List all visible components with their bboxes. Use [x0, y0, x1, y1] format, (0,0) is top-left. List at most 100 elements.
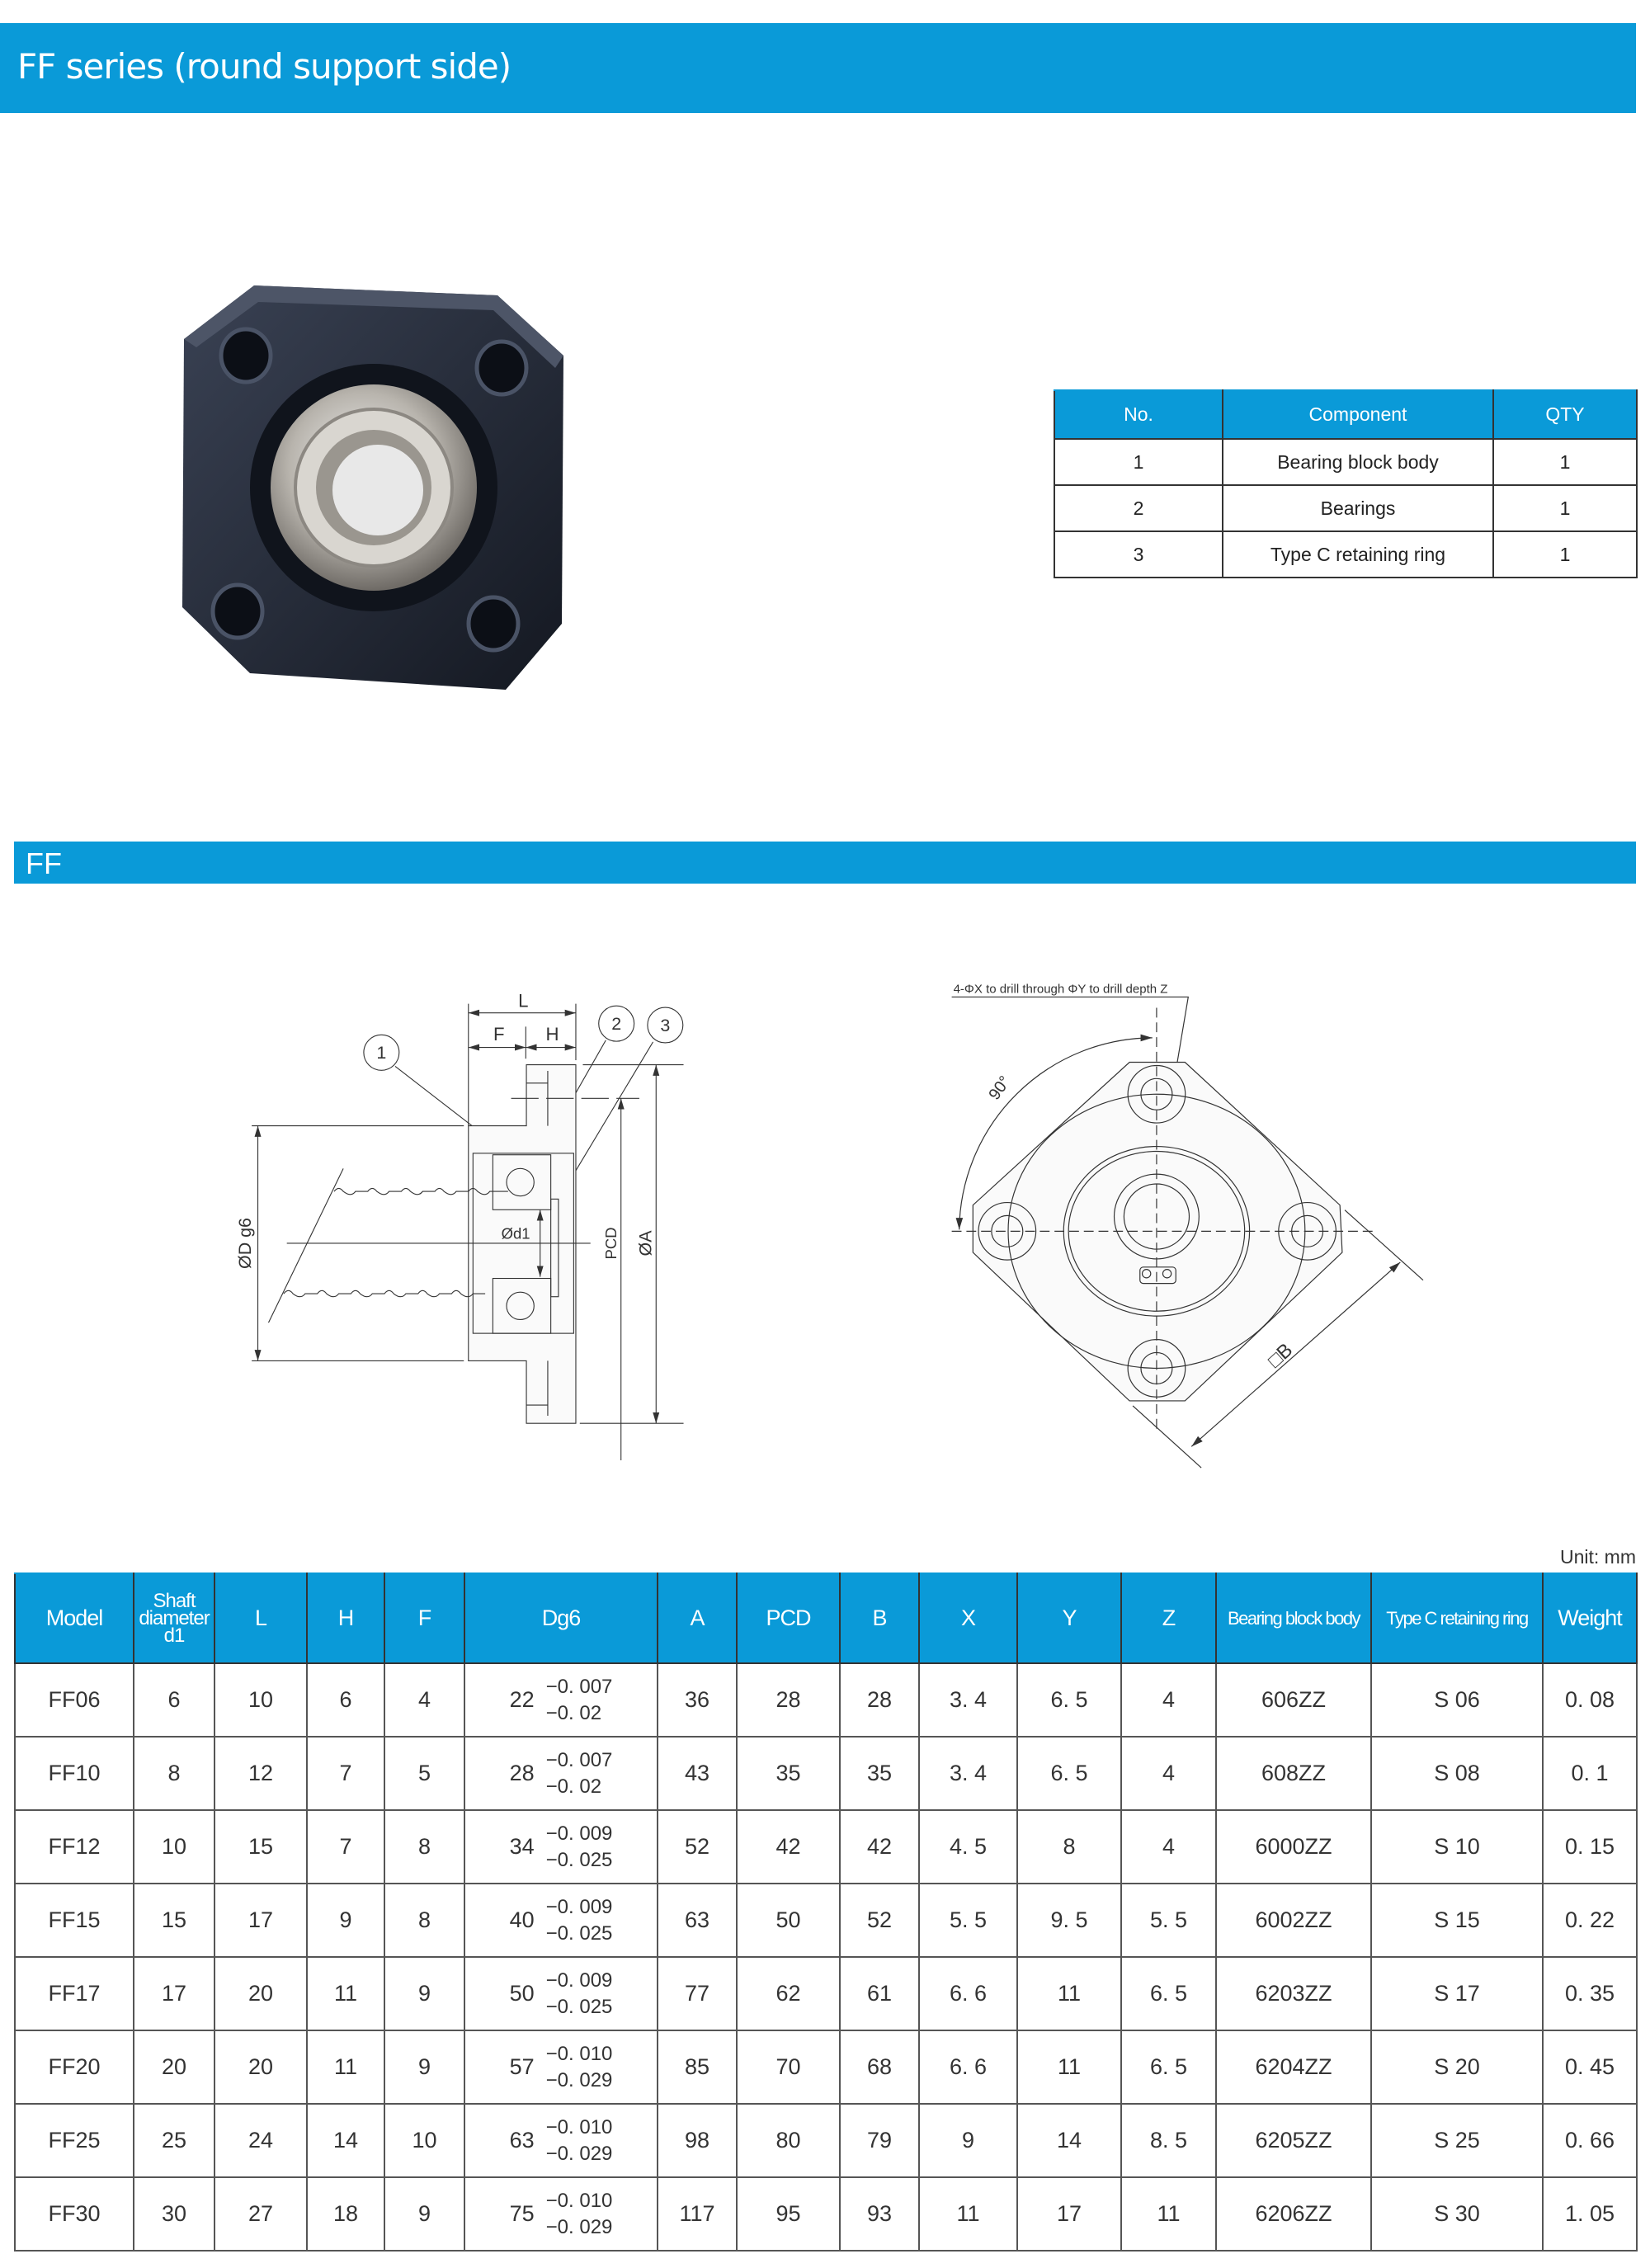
side-view-drawing: L F H 1 2 3 Ød1 ØD g6 PCD ØA — [235, 990, 684, 1460]
col-no: No. — [1054, 389, 1223, 440]
cell-pcd: 42 — [736, 1809, 841, 1884]
dg6-nominal: 22 — [509, 1687, 535, 1712]
cell-l: 15 — [214, 1809, 308, 1884]
cell-dg6: 75−0. 010−0. 029 — [464, 2176, 658, 2251]
dg6-nominal: 28 — [509, 1761, 535, 1785]
col-header: A — [657, 1573, 738, 1664]
cell-body: 608ZZ — [1215, 1736, 1372, 1811]
callout-2: 2 — [611, 1014, 621, 1034]
cell-ring: S 25 — [1370, 2103, 1544, 2178]
dg6-lower-tolerance: −0. 029 — [545, 2142, 613, 2165]
cell-qty: 1 — [1492, 530, 1638, 578]
cell-f: 9 — [384, 2176, 465, 2251]
cell-l: 27 — [214, 2176, 308, 2251]
cell-no: 3 — [1054, 530, 1223, 578]
col-header: Weight — [1542, 1573, 1638, 1664]
dg6-nominal: 57 — [509, 2054, 535, 2079]
dg6-upper-tolerance: −0. 009 — [545, 1822, 613, 1845]
cell-w: 0. 66 — [1542, 2103, 1638, 2178]
cell-z: 5. 5 — [1120, 1883, 1217, 1958]
cell-y: 11 — [1016, 2030, 1122, 2105]
cell-x: 11 — [918, 2176, 1018, 2251]
callout-3: 3 — [660, 1016, 670, 1035]
col-qty: QTY — [1492, 389, 1638, 440]
col-header: B — [839, 1573, 920, 1664]
cell-y: 17 — [1016, 2176, 1122, 2251]
cell-model: FF20 — [14, 2030, 134, 2105]
cell-f: 8 — [384, 1883, 465, 1958]
cell-pcd: 80 — [736, 2103, 841, 2178]
cell-h: 18 — [306, 2176, 385, 2251]
cell-h: 11 — [306, 2030, 385, 2105]
cell-w: 0. 08 — [1542, 1662, 1638, 1738]
cell-z: 4 — [1120, 1736, 1217, 1811]
section-title: FF — [26, 846, 62, 880]
dg6-nominal: 75 — [509, 2201, 535, 2226]
cell-model: FF30 — [14, 2176, 134, 2251]
cell-f: 5 — [384, 1736, 465, 1811]
cell-qty: 1 — [1492, 438, 1638, 486]
dg6-upper-tolerance: −0. 009 — [545, 1969, 613, 1992]
dim-PCD: PCD — [602, 1227, 620, 1259]
front-view-drawing: 4-ΦX to drill through ΦY to drill depth … — [951, 983, 1424, 1469]
cell-model: FF06 — [14, 1662, 134, 1738]
cell-model: FF15 — [14, 1883, 134, 1958]
dg6-upper-tolerance: −0. 010 — [545, 2115, 613, 2138]
cell-b: 68 — [839, 2030, 920, 2105]
cell-model: FF10 — [14, 1736, 134, 1811]
cell-b: 42 — [839, 1809, 920, 1884]
dim-L: L — [518, 990, 528, 1011]
cell-a: 36 — [657, 1662, 738, 1738]
cell-body: 6203ZZ — [1215, 1956, 1372, 2031]
cell-pcd: 62 — [736, 1956, 841, 2031]
cell-ring: S 20 — [1370, 2030, 1544, 2105]
cell-model: FF25 — [14, 2103, 134, 2178]
cell-l: 20 — [214, 1956, 308, 2031]
cell-y: 6. 5 — [1016, 1736, 1122, 1811]
cell-d1: 8 — [133, 1736, 215, 1811]
dg6-nominal: 50 — [509, 1981, 535, 2006]
cell-b: 93 — [839, 2176, 920, 2251]
unit-label: Unit: mm — [1560, 1546, 1636, 1568]
cell-y: 8 — [1016, 1809, 1122, 1884]
cell-a: 52 — [657, 1809, 738, 1884]
dim-D: ØD g6 — [235, 1218, 255, 1269]
cell-x: 6. 6 — [918, 1956, 1018, 2031]
dg6-upper-tolerance: −0. 007 — [545, 1748, 613, 1771]
cell-h: 7 — [306, 1809, 385, 1884]
cell-f: 9 — [384, 2030, 465, 2105]
col-header: Y — [1016, 1573, 1122, 1664]
cell-pcd: 28 — [736, 1662, 841, 1738]
cell-a: 43 — [657, 1736, 738, 1811]
cell-x: 4. 5 — [918, 1809, 1018, 1884]
col-header: Type C retaining ring — [1370, 1573, 1544, 1664]
product-photo — [182, 285, 563, 690]
cell-d1: 15 — [133, 1883, 215, 1958]
callout-2-icon — [598, 1005, 635, 1042]
cell-h: 14 — [306, 2103, 385, 2178]
cell-body: 6000ZZ — [1215, 1809, 1372, 1884]
cell-x: 9 — [918, 2103, 1018, 2178]
mounting-hole-icon — [210, 327, 529, 653]
dg6-upper-tolerance: −0. 010 — [545, 2189, 613, 2212]
cell-z: 4 — [1120, 1662, 1217, 1738]
cell-body: 606ZZ — [1215, 1662, 1372, 1738]
col-header: Z — [1120, 1573, 1217, 1664]
col-header: Bearing block body — [1215, 1573, 1372, 1664]
angle-label: 90° — [985, 1073, 1014, 1103]
cell-pcd: 70 — [736, 2030, 841, 2105]
cell-dg6: 28−0. 007−0. 02 — [464, 1736, 658, 1811]
series-header: FF series (round support side) — [0, 23, 1636, 113]
cell-z: 6. 5 — [1120, 1956, 1217, 2031]
cell-body: 6206ZZ — [1215, 2176, 1372, 2251]
